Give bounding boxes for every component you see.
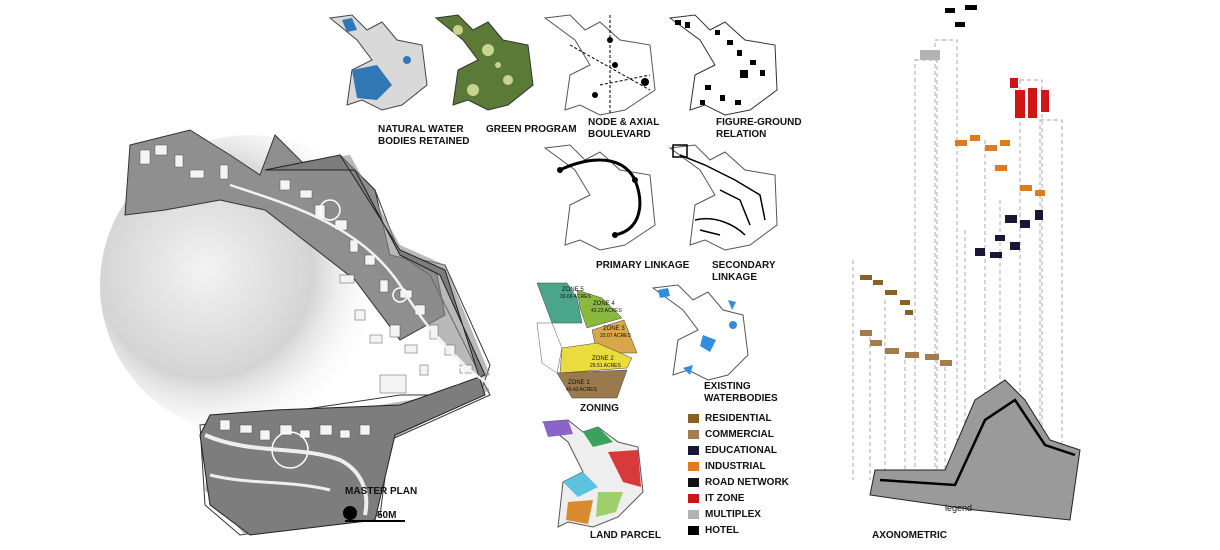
zone-5-name: ZONE 5 [562,287,584,293]
legend-swatch [688,525,699,535]
zone-1-name: ZONE 1 [568,380,590,386]
zone-2-area [559,342,633,374]
figure-ground-diagram [665,10,780,120]
figure-ground-label: FIGURE-GROUND RELATION [716,117,802,140]
node-axial-label: NODE & AXIAL BOULEVARD [588,117,660,140]
green-program-label: GREEN PROGRAM [486,124,577,135]
zoning-diagram [532,278,647,403]
legend-swatch [688,461,699,471]
zone-1-area [556,369,628,399]
water-bodies-label: NATURAL WATER BODIES RETAINED [378,124,470,147]
zone-5-acres: 39.66 ACRES [560,294,591,300]
legend-swatch [688,509,699,519]
master-plan-map [100,95,530,545]
zone-1-acres: 40.43 ACRES [566,387,597,393]
legend-item-multiplex: MULTIPLEX [688,506,789,522]
zone-2-name: ZONE 2 [592,356,614,362]
green-program-diagram [428,10,538,120]
axonometric-label: AXONOMETRIC [872,530,947,541]
secondary-linkage-diagram [665,140,780,255]
axonometric-diagram [845,0,1085,530]
legend-item-road-network: ROAD NETWORK [688,474,789,490]
legend-item-industrial: INDUSTRIAL [688,458,789,474]
legend-item-residential: RESIDENTIAL [688,410,789,426]
legend-swatch [688,445,699,455]
scale-bar-label: 50M [377,510,397,521]
legend-swatch [688,477,699,487]
zone-5-area [536,282,583,324]
axonometric-legend-tag: legend [945,503,973,513]
color-legend: RESIDENTIAL COMMERCIAL EDUCATIONAL INDUS… [688,410,789,538]
primary-linkage-diagram [540,140,660,255]
zone-4-area [576,289,623,329]
zoning-label: ZONING [580,403,619,414]
legend-swatch [688,413,699,423]
zone-3-name: ZONE 3 [603,326,625,332]
legend-swatch [688,493,699,503]
land-parcel-diagram [538,412,648,532]
legend-item-commercial: COMMERCIAL [688,426,789,442]
zone-2-acres: 29.51 ACRES [590,363,621,369]
land-parcel-label: LAND PARCEL [590,530,661,541]
existing-waterbodies-diagram [648,280,753,385]
zone-4-acres: 43.23 ACRES [591,308,622,314]
secondary-linkage-label: SECONDARY LINKAGE [712,260,776,283]
legend-swatch [688,429,699,439]
legend-item-it-zone: IT ZONE [688,490,789,506]
zone-3-acres: 33.07 ACRES [600,333,631,339]
primary-linkage-label: PRIMARY LINKAGE [596,260,690,271]
existing-waterbodies-label: EXISTING WATERBODIES [704,381,778,404]
water-bodies-diagram [322,10,432,115]
zone-4-name: ZONE 4 [593,301,615,307]
legend-item-educational: EDUCATIONAL [688,442,789,458]
node-axial-diagram [540,10,660,120]
master-plan-label: MASTER PLAN [345,486,418,497]
legend-item-hotel: HOTEL [688,522,789,538]
